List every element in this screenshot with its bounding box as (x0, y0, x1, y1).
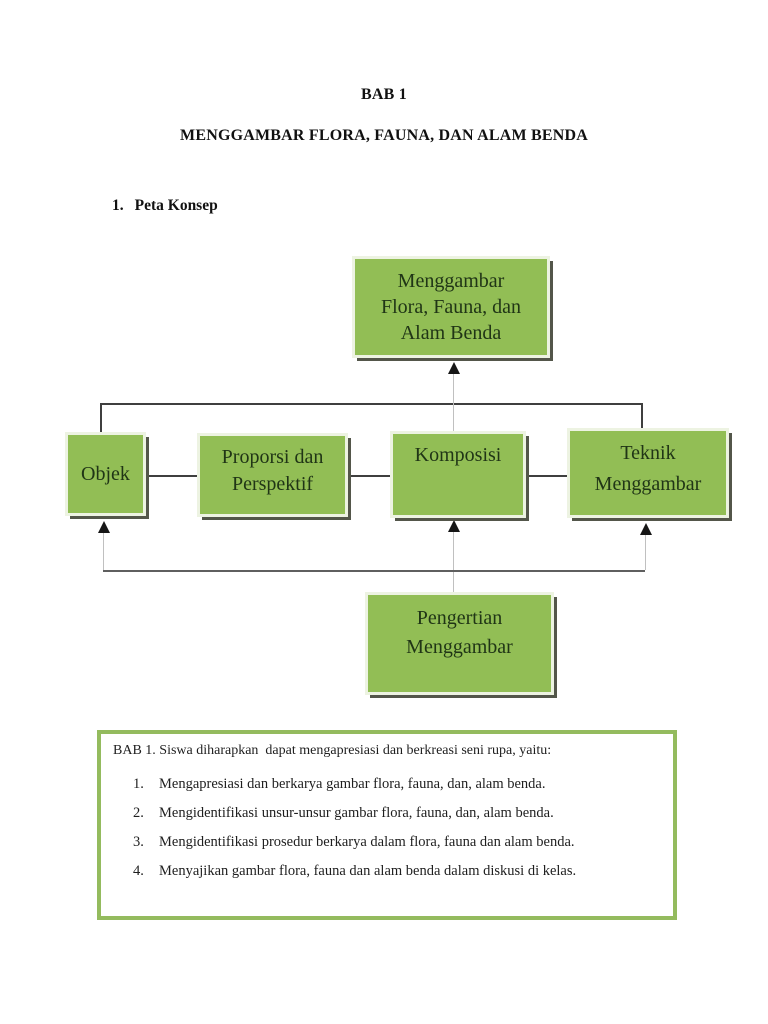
section-label: Peta Konsep (134, 197, 218, 214)
node-label-line: Menggambar (406, 636, 513, 658)
node-label-line: Menggambar (594, 473, 702, 495)
connector-objek-proporsi (146, 475, 197, 477)
objective-number: 1. (133, 776, 144, 792)
arrow-up-into-objek-icon (98, 521, 110, 533)
objective-item: 2. Mengidentifikasi unsur-unsur gambar f… (133, 805, 673, 822)
document-title: MENGGAMBAR FLORA, FAUNA, DAN ALAM BENDA (180, 127, 588, 144)
connector-komposisi-teknik (526, 475, 567, 477)
node-label-line: Pengertian (416, 607, 503, 629)
node-proporsi-dan-perspektif: Proporsi dan Perspektif (197, 433, 348, 517)
node-pengertian-menggambar: Pengertian Menggambar (365, 592, 554, 695)
connector-center-mid-vertical (453, 532, 454, 571)
connector-pengertian-vertical (453, 572, 454, 592)
node-label-line: Perspektif (231, 473, 314, 495)
connector-bottom-bracket-left-rise (103, 533, 104, 570)
objective-item: 3. Mengidentifikasi prosedur berkarya da… (133, 834, 673, 851)
connector-top-bracket-right-drop (641, 403, 643, 428)
node-label-line: Proporsi dan (221, 446, 324, 468)
arrow-up-into-komposisi-icon (448, 520, 460, 532)
node-label-line: Flora, Fauna, dan (381, 296, 521, 318)
node-label-line: Objek (81, 463, 130, 485)
node-teknik-menggambar: Teknik Menggambar (567, 428, 729, 518)
objectives-box: BAB 1. Siswa diharapkan dapat mengapresi… (97, 730, 677, 920)
section-number: 1. (112, 197, 124, 214)
node-label-line: Alam Benda (400, 322, 502, 344)
node-menggambar-flora-fauna-alam-benda: Menggambar Flora, Fauna, dan Alam Benda (352, 256, 550, 358)
connector-proporsi-komposisi (348, 475, 390, 477)
objective-text: Mengidentifikasi unsur-unsur gambar flor… (159, 805, 554, 821)
objective-number: 2. (133, 805, 144, 821)
connector-bottom-bracket-horizontal (103, 570, 645, 572)
node-objek: Objek (65, 432, 146, 516)
node-label-line: Menggambar (397, 270, 505, 292)
objective-item: 4. Menyajikan gambar flora, fauna dan al… (133, 863, 673, 880)
arrow-up-into-main-icon (448, 362, 460, 374)
node-label-line: Komposisi (414, 444, 502, 466)
connector-center-upper-vertical (453, 374, 454, 431)
connector-top-bracket-horizontal (100, 403, 643, 405)
node-label-line: Teknik (620, 442, 676, 464)
section-heading: 1. Peta Konsep (112, 197, 218, 215)
connector-bottom-bracket-right-rise (645, 535, 646, 570)
objective-item: 1. Mengapresiasi dan berkarya gambar flo… (133, 776, 673, 793)
objectives-intro: BAB 1. Siswa diharapkan dapat mengapresi… (113, 743, 552, 758)
connector-top-bracket-left-drop (100, 403, 102, 432)
objective-text: Mengidentifikasi prosedur berkarya dalam… (159, 834, 575, 850)
objective-number: 3. (133, 834, 144, 850)
objective-text: Mengapresiasi dan berkarya gambar flora,… (159, 776, 546, 792)
objectives-list: 1. Mengapresiasi dan berkarya gambar flo… (101, 776, 673, 880)
chapter-title: BAB 1 (361, 86, 407, 103)
arrow-up-into-teknik-icon (640, 523, 652, 535)
objective-number: 4. (133, 863, 144, 879)
objective-text: Menyajikan gambar flora, fauna dan alam … (159, 863, 577, 879)
node-komposisi: Komposisi (390, 431, 526, 518)
